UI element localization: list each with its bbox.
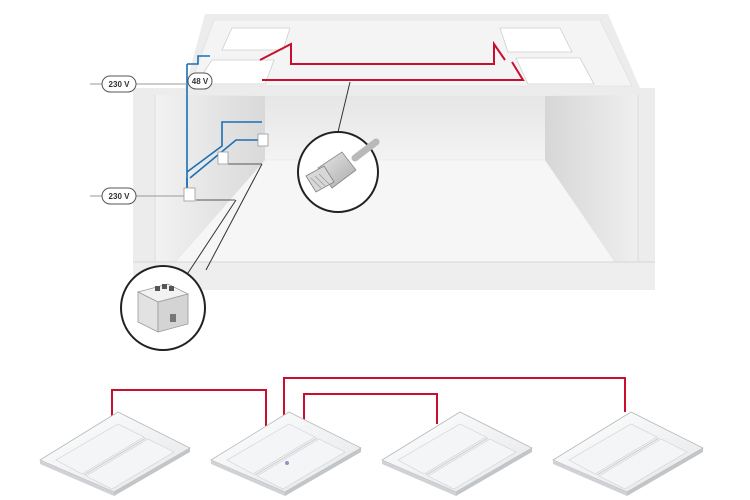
voltage-low-text: 48 V (192, 77, 209, 86)
luminaire-3 (381, 411, 533, 496)
right-wall (545, 95, 638, 262)
room (133, 14, 655, 290)
power-supply-module-icon (120, 265, 206, 351)
voltage-label-low: 48 V (187, 72, 213, 90)
module-callout-line-2 (205, 163, 263, 271)
ceiling-data-cable (259, 40, 506, 65)
left-wall (155, 95, 265, 262)
voltage-lower-text: 230 V (109, 192, 131, 201)
luminaire-1 (39, 411, 191, 496)
wall-module-1 (183, 187, 196, 202)
luminaire-cabling (111, 377, 626, 426)
sensor-dot (285, 461, 289, 465)
luminaire-2 (210, 411, 362, 496)
rj45-plug-icon (297, 131, 380, 213)
voltage-main-text: 230 V (109, 80, 131, 89)
module-callout-line (185, 199, 237, 277)
power-cabling (186, 55, 262, 192)
ceiling-panel-back-right (499, 27, 573, 53)
connector-callout-line (337, 81, 351, 133)
wall-module-2 (217, 151, 229, 165)
ceiling-data-cable-front (262, 61, 525, 81)
luminaire-4 (552, 411, 704, 496)
ceiling-panel-back-left (221, 27, 291, 51)
ceiling-panel-front-right (515, 57, 595, 85)
voltage-label-main: 230 V (101, 75, 137, 93)
voltage-label-lower: 230 V (101, 187, 137, 205)
luminaire-row (39, 411, 704, 496)
wall-module-3 (257, 133, 269, 147)
front-rim (133, 262, 655, 290)
